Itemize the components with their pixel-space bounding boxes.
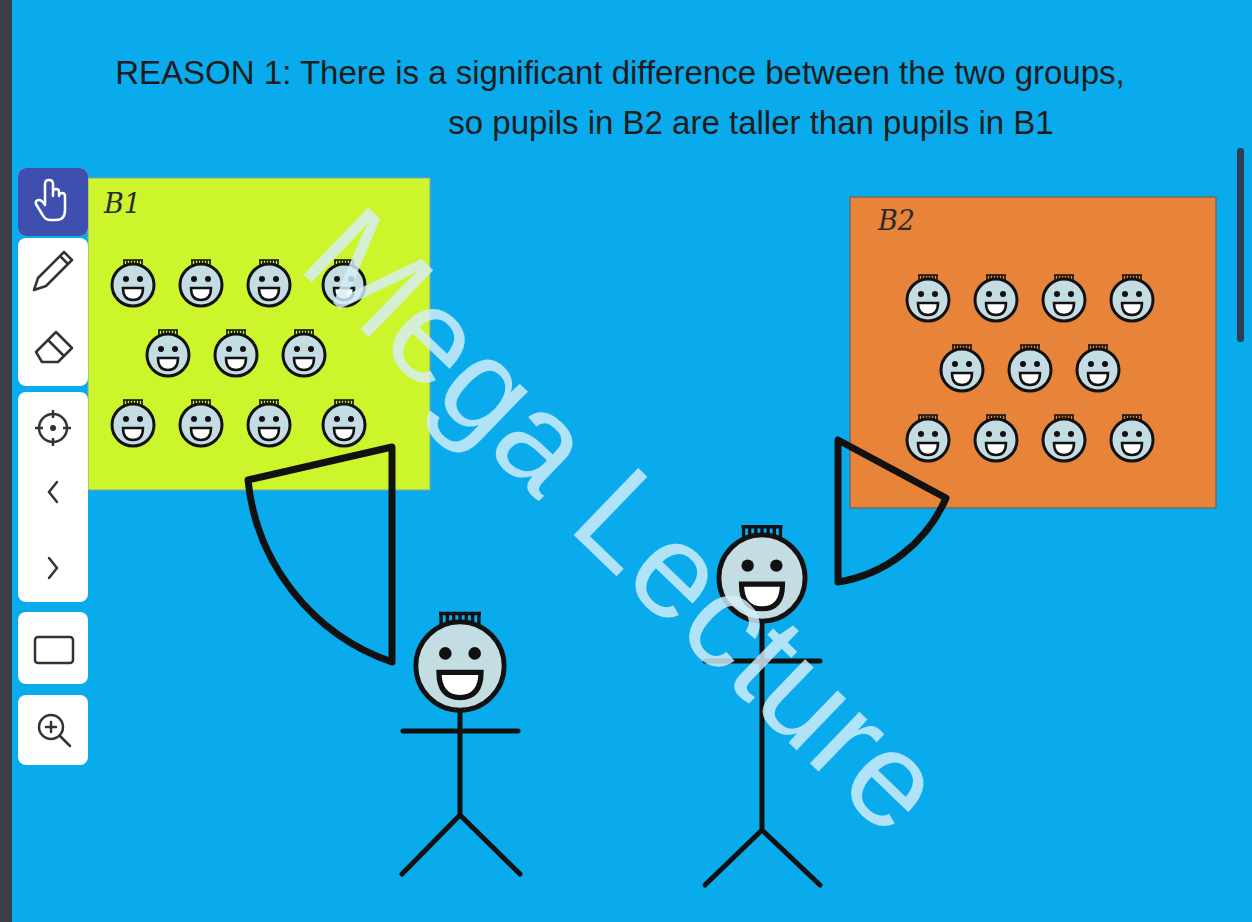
- pupil-face: [941, 345, 983, 391]
- group-box: B1: [88, 178, 430, 490]
- title: REASON 1: There is a significant differe…: [95, 48, 1145, 148]
- pupil-face: [323, 400, 365, 446]
- short-stick-figure: [402, 712, 520, 874]
- pupil-face: [147, 330, 189, 376]
- pupil-face: [907, 415, 949, 461]
- stick-figure-head: [416, 614, 504, 711]
- stick-figure-head: [719, 527, 805, 621]
- window-edge: [0, 0, 12, 922]
- pupil-face: [1043, 275, 1085, 321]
- watermark: Mega Lecture: [274, 178, 975, 863]
- group-box-fill: [850, 197, 1216, 508]
- pupil-face: [975, 415, 1017, 461]
- group-label: B2: [878, 205, 915, 236]
- pupil-face: [1043, 415, 1085, 461]
- pupil-face: [180, 400, 222, 446]
- pupil-face: [112, 400, 154, 446]
- group-box-fill: [88, 178, 430, 490]
- group-box: B2: [850, 197, 1216, 508]
- pupil-face: [1111, 415, 1153, 461]
- faces: [112, 260, 1153, 710]
- toolbar: [18, 168, 88, 765]
- pupil-face: [1111, 275, 1153, 321]
- pupil-face: [215, 330, 257, 376]
- pupil-face: [323, 260, 365, 306]
- pupil-face: [248, 400, 290, 446]
- pupil-face: [975, 275, 1017, 321]
- pupil-face: [248, 260, 290, 306]
- scrollbar: [1237, 148, 1244, 342]
- pupil-face: [1009, 345, 1051, 391]
- tall-stick-figure: [705, 622, 820, 885]
- pupil-face: [1077, 345, 1119, 391]
- height-marker: [248, 447, 392, 662]
- pupil-face: [180, 260, 222, 306]
- pupil-face: [283, 330, 325, 376]
- group-label: B1: [104, 188, 141, 219]
- pupil-face: [907, 275, 949, 321]
- pupil-face: [112, 260, 154, 306]
